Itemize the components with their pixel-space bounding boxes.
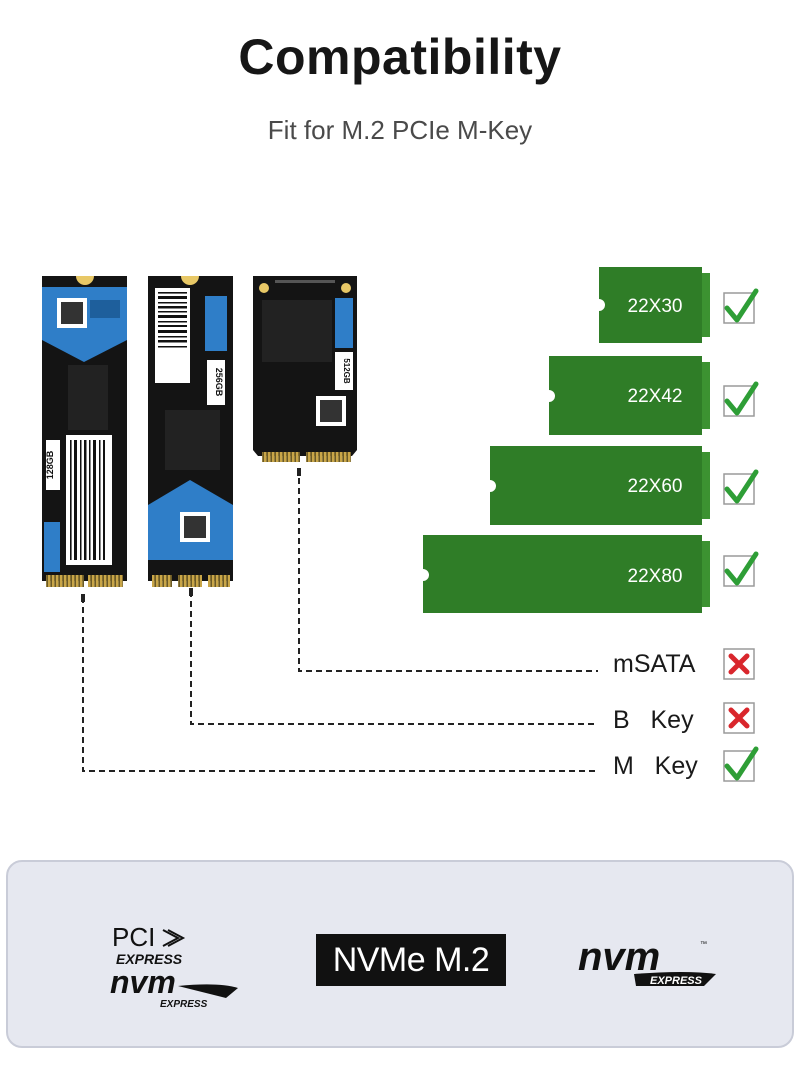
interface-cross-b-key <box>723 702 755 734</box>
page-subtitle: Fit for M.2 PCIe M-Key <box>267 115 533 145</box>
ssd-128gb-capacity: 128GB <box>45 450 55 479</box>
ssd-256gb-capacity: 256GB <box>214 368 224 397</box>
size-label-22x80: 22X80 <box>628 566 683 587</box>
interface-label-b-key: B Key <box>613 706 694 734</box>
size-label-22x30: 22X30 <box>628 296 683 317</box>
size-board-22x60: 22X60 <box>490 446 710 525</box>
pci-logo-text: PCI <box>112 922 155 952</box>
size-label-22x60: 22X60 <box>628 476 683 497</box>
compatibility-diagram: 128GB 256GB <box>42 267 759 782</box>
size-label-22x42: 22X42 <box>628 386 683 407</box>
leader-line-msata <box>298 468 598 672</box>
svg-text:™: ™ <box>700 941 707 948</box>
nvm-express-logo: nvm EXPRESS ™ <box>578 935 716 987</box>
ssd-512gb-capacity: 512GB <box>342 358 351 384</box>
nvme-m2-logo: NVMe M.2 <box>316 934 506 986</box>
size-board-22x42: 22X42 <box>549 356 710 435</box>
size-check-22x42 <box>723 381 759 417</box>
ssd-card-sata-256gb: 256GB <box>148 276 233 587</box>
leader-line-m-key <box>82 597 598 772</box>
nvm-express-big-text: nvm <box>578 935 660 979</box>
leader-lines <box>82 468 598 772</box>
size-check-22x30 <box>723 288 759 324</box>
interface-check-m-key <box>723 746 759 782</box>
pci-nvm-express-text: EXPRESS <box>160 999 208 1010</box>
protocol-logos-panel: PCI EXPRESS nvm EXPRESS NVMe M.2 nvm EXP… <box>6 860 794 1048</box>
size-check-22x80 <box>723 551 759 587</box>
ssd-card-nvme-128gb: 128GB <box>42 276 127 587</box>
interface-label-m-key: M Key <box>613 752 698 780</box>
size-check-22x60 <box>723 469 759 505</box>
size-board-22x30: 22X30 <box>599 267 710 343</box>
size-board-22x80: 22X80 <box>423 535 710 613</box>
nvm-express-small-text: EXPRESS <box>650 975 703 987</box>
pci-nvm-text: nvm <box>110 964 176 1000</box>
interface-cross-msata <box>723 648 755 680</box>
interface-label-msata: mSATA <box>613 650 696 678</box>
pci-express-text: EXPRESS <box>116 951 183 967</box>
pci-express-nvm-logo: PCI EXPRESS nvm EXPRESS <box>110 922 238 1010</box>
ssd-card-msata-512gb: 512GB <box>253 276 357 462</box>
leader-line-b-key <box>190 591 598 725</box>
page-title: Compatibility <box>238 29 562 85</box>
